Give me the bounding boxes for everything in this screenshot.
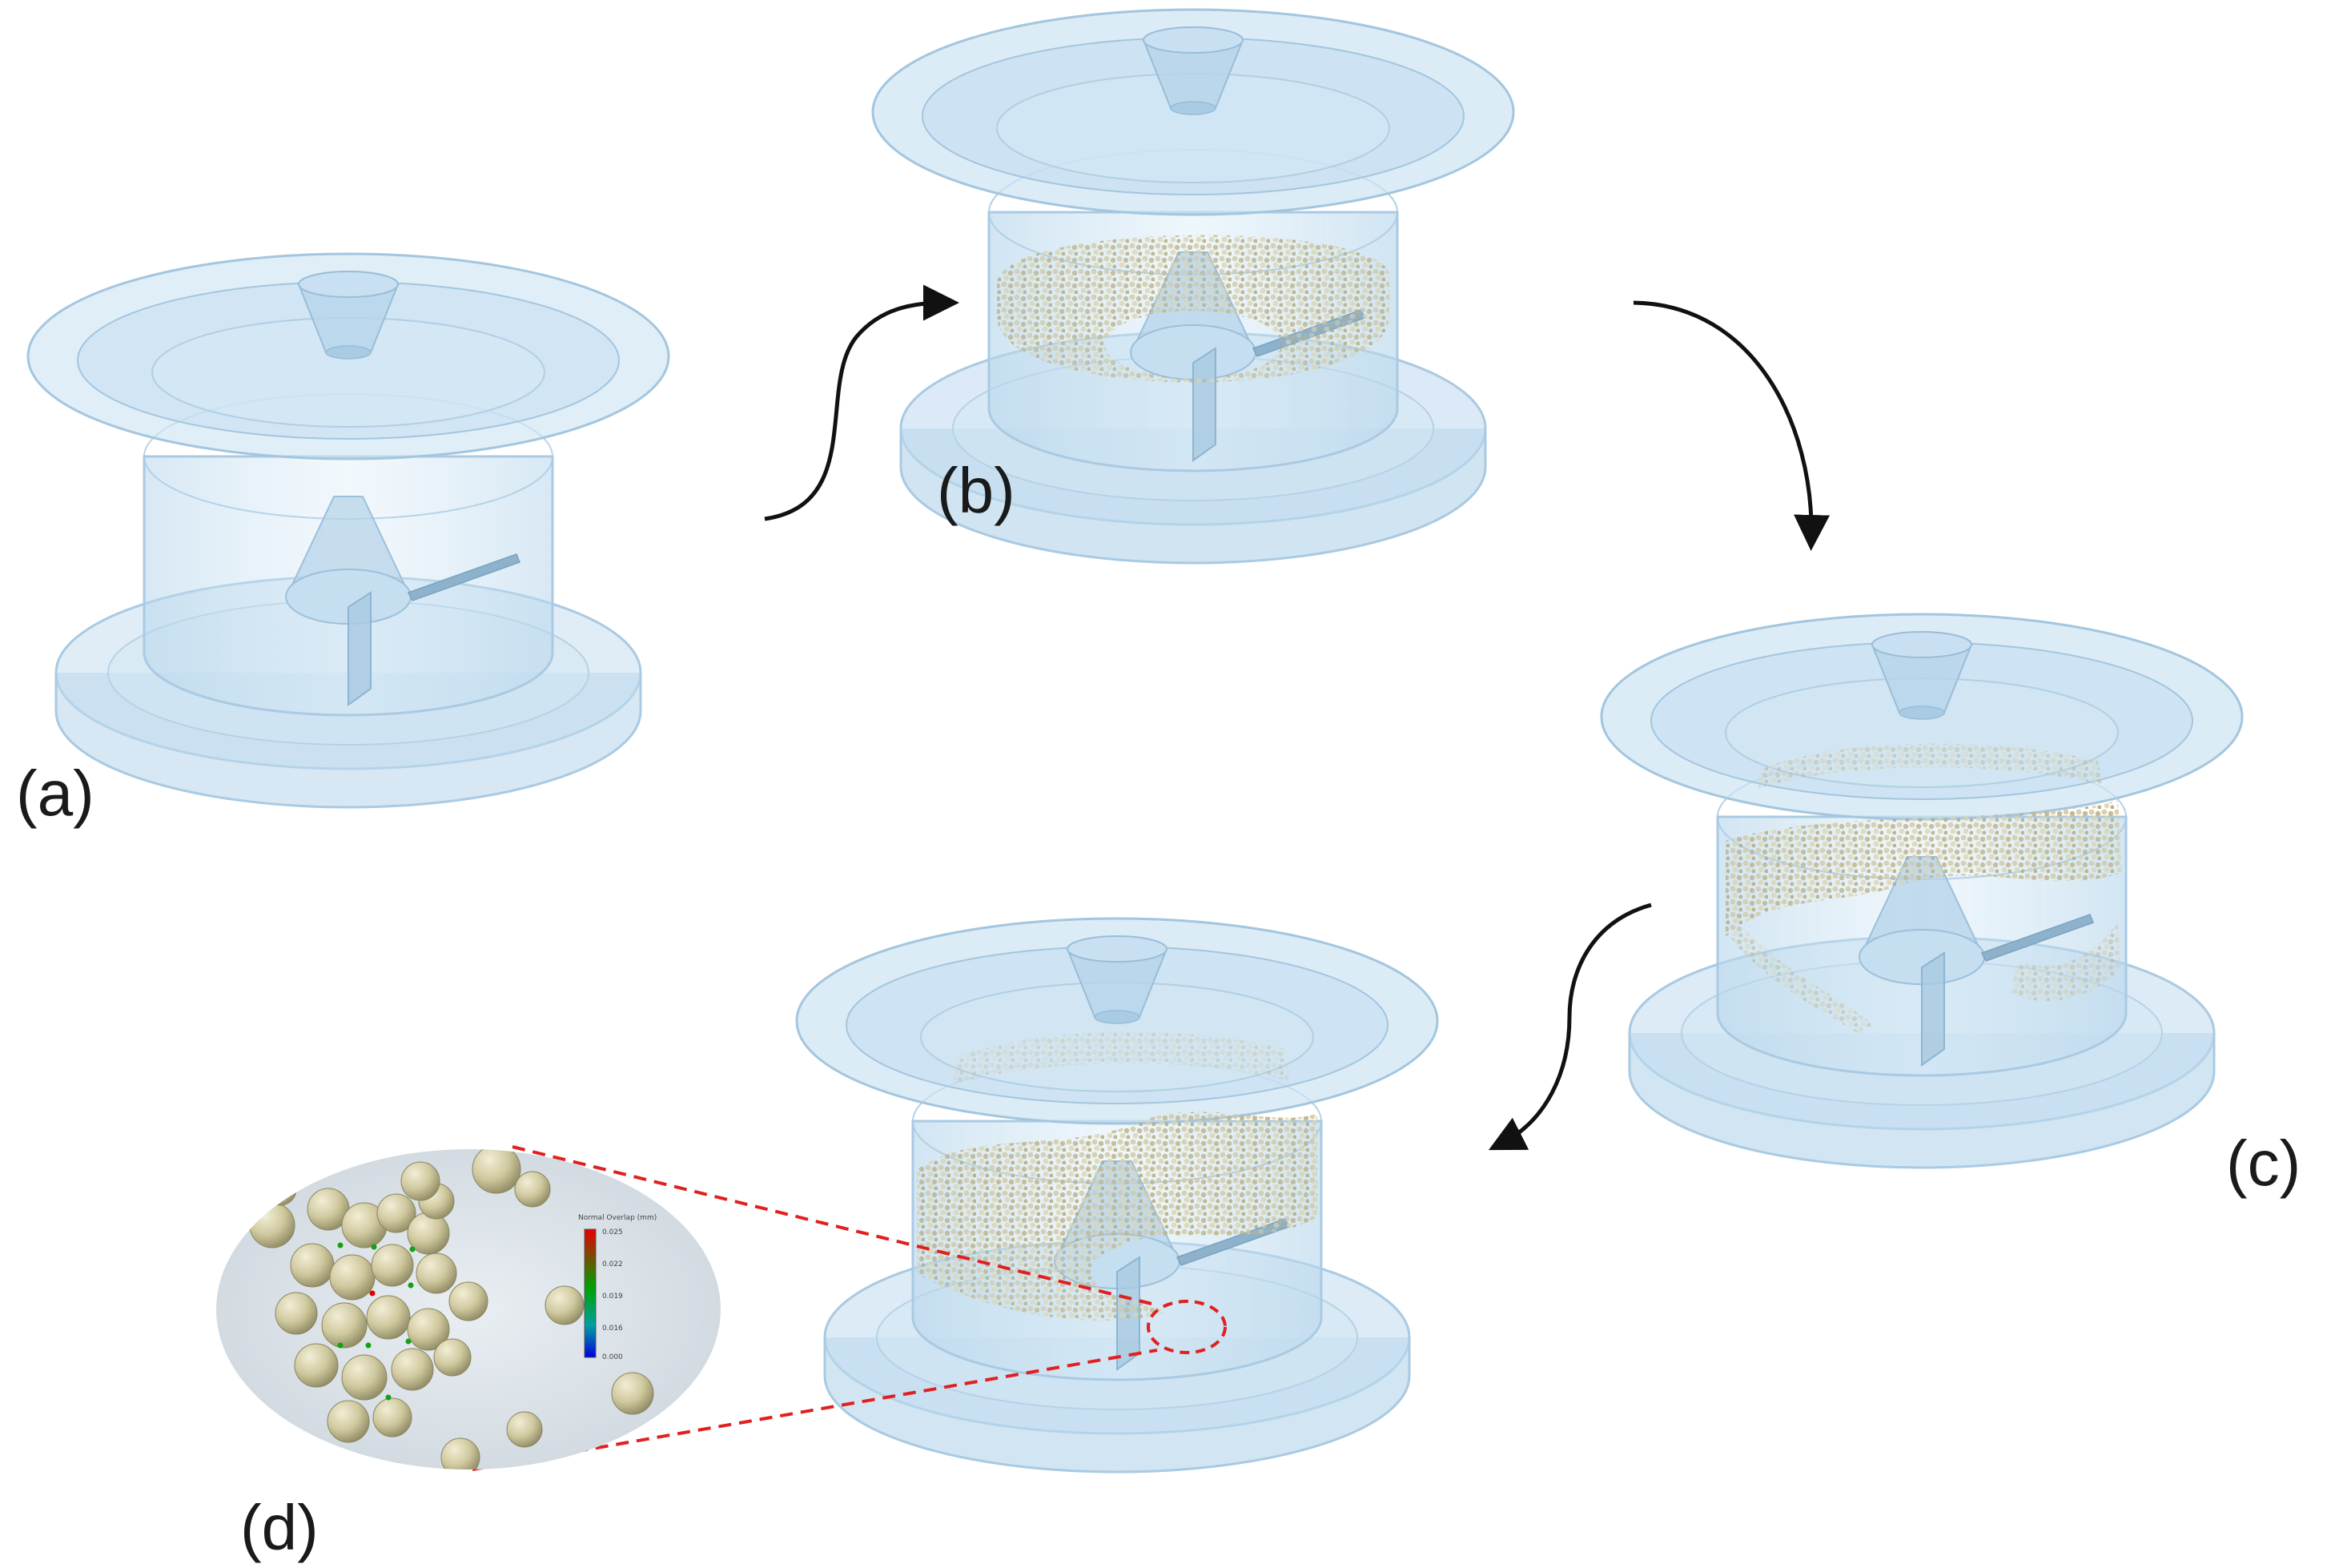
inset-sphere bbox=[448, 1281, 488, 1321]
vessel-d bbox=[795, 917, 1439, 1474]
panel-label-a: (a) bbox=[16, 758, 94, 829]
contact-marker bbox=[385, 1394, 392, 1401]
contact-marker bbox=[337, 1342, 344, 1349]
inset-magnified-view: Normal Overlap (mm) 0.025 0.022 0.019 0.… bbox=[216, 1149, 721, 1469]
inset-sphere bbox=[506, 1411, 543, 1448]
inset-sphere bbox=[440, 1437, 480, 1469]
inset-sphere bbox=[407, 1308, 450, 1351]
contact-marker bbox=[405, 1338, 412, 1345]
legend-title: Normal Overlap (mm) bbox=[578, 1214, 657, 1222]
inset-sphere bbox=[514, 1171, 551, 1208]
inset-sphere bbox=[290, 1243, 335, 1288]
zoom-line-top bbox=[512, 1145, 1152, 1305]
legend-colorbar bbox=[584, 1228, 597, 1358]
inset-sphere bbox=[545, 1285, 585, 1325]
legend-tick-1: 0.022 bbox=[602, 1260, 623, 1268]
contact-marker bbox=[371, 1244, 377, 1250]
contact-marker bbox=[369, 1290, 376, 1297]
panel-label-d: (d) bbox=[240, 1492, 319, 1563]
inset-sphere bbox=[376, 1193, 416, 1233]
inset-sphere bbox=[327, 1400, 370, 1443]
inset-sphere bbox=[249, 1202, 295, 1248]
panel-label-c: (c) bbox=[2226, 1128, 2301, 1199]
inset-sphere bbox=[263, 1172, 297, 1206]
inset-sphere bbox=[611, 1372, 654, 1415]
panel-label-b: (b) bbox=[937, 455, 1015, 526]
inset-sphere bbox=[366, 1295, 411, 1340]
inset-sphere bbox=[472, 1149, 521, 1194]
legend-tick-2: 0.019 bbox=[602, 1293, 623, 1301]
inset-sphere bbox=[341, 1354, 388, 1401]
inset-sphere bbox=[372, 1397, 412, 1437]
zoom-region bbox=[1147, 1300, 1227, 1354]
inset-sphere bbox=[416, 1252, 457, 1294]
arrow-a-to-b bbox=[764, 284, 959, 521]
inset-sphere bbox=[371, 1244, 414, 1287]
contact-marker bbox=[337, 1242, 344, 1248]
contact-marker bbox=[365, 1342, 372, 1349]
inset-sphere bbox=[391, 1348, 434, 1391]
contact-marker bbox=[408, 1282, 414, 1289]
inset-sphere bbox=[321, 1302, 368, 1349]
legend-tick-3: 0.016 bbox=[602, 1325, 623, 1333]
arrow-b-to-c bbox=[1633, 300, 1831, 551]
inset-sphere bbox=[294, 1343, 339, 1388]
inset-sphere bbox=[275, 1292, 318, 1335]
legend-tick-4: 0.000 bbox=[602, 1353, 623, 1361]
overlap-legend: Normal Overlap (mm) 0.025 0.022 0.019 0.… bbox=[578, 1214, 657, 1361]
inset-sphere bbox=[433, 1338, 472, 1377]
inset-sphere bbox=[329, 1254, 376, 1301]
vessel-a bbox=[26, 252, 670, 809]
arrow-c-to-d bbox=[1488, 903, 1652, 1151]
vessel-c bbox=[1600, 613, 2244, 1169]
legend-tick-0: 0.025 bbox=[602, 1228, 623, 1236]
inset-sphere bbox=[400, 1161, 440, 1201]
vessel-b bbox=[871, 8, 1515, 565]
contact-marker bbox=[409, 1246, 416, 1252]
